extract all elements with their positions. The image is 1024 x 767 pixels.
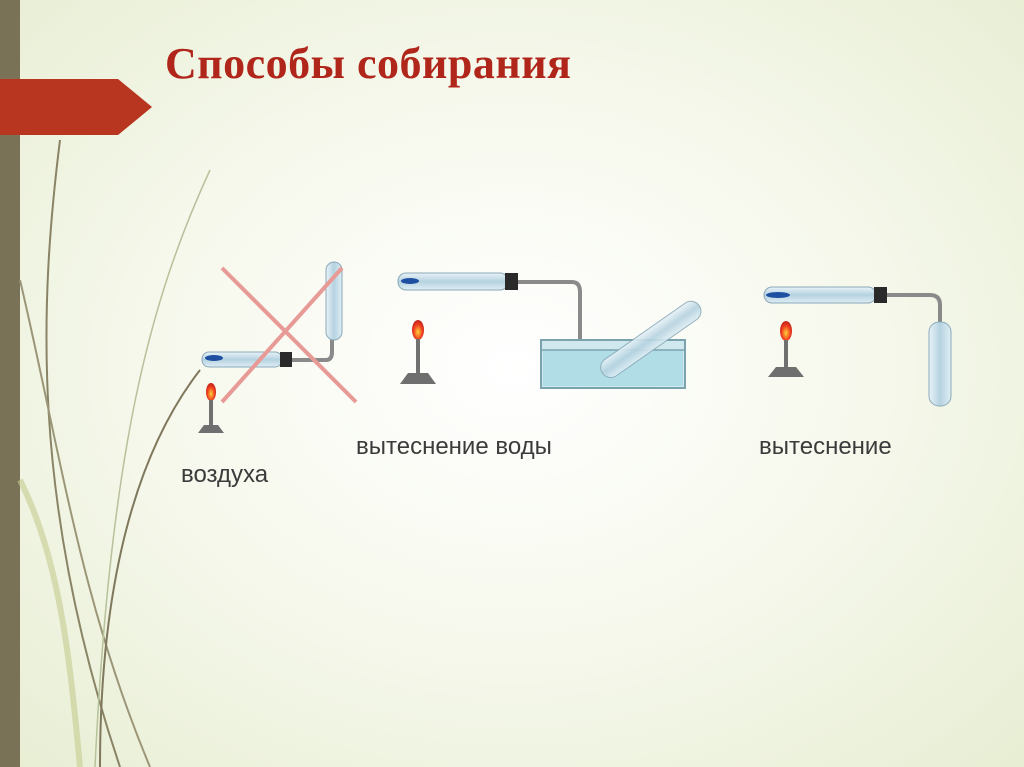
- test-tube-icon: [397, 272, 518, 291]
- caption-displacement: вытеснение: [759, 433, 892, 460]
- burner-icon: [768, 321, 804, 377]
- slide-title: Способы собирания: [165, 39, 572, 88]
- test-tube-icon: [763, 286, 887, 304]
- gas-tube-icon: [518, 280, 582, 350]
- burner-icon: [400, 320, 436, 384]
- gas-tube-icon: [292, 336, 334, 362]
- apparatus-air: [198, 261, 358, 433]
- left-decorative-bar: [0, 0, 20, 767]
- burner-icon: [198, 383, 224, 433]
- test-tube-icon: [325, 261, 343, 341]
- apparatus-displacement: [763, 286, 952, 407]
- test-tube-icon: [600, 300, 702, 379]
- title-ribbon: [0, 79, 152, 135]
- caption-water-displacement: вытеснение воды: [356, 433, 552, 460]
- test-tube-icon: [201, 351, 292, 368]
- test-tube-icon: [928, 321, 952, 407]
- cross-mark-icon: [220, 266, 358, 404]
- gas-tube-icon: [887, 293, 942, 332]
- apparatus-water: [397, 272, 702, 389]
- caption-air: воздуха: [181, 461, 269, 488]
